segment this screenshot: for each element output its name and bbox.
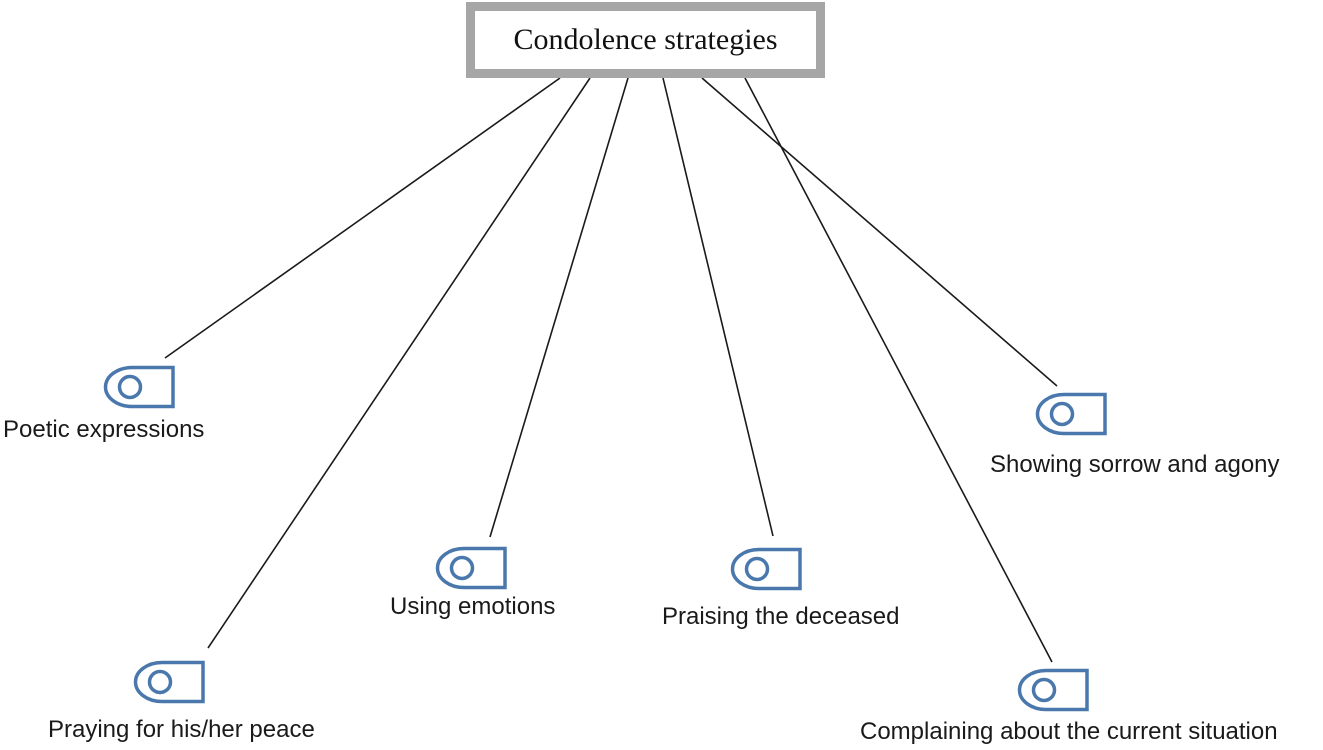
tag-icon [435,546,507,590]
tag-icon [730,547,802,591]
tag-icon [103,365,175,409]
node-label: Poetic expressions [3,416,205,443]
node-label: Praising the deceased [662,603,900,630]
tag-icon [1017,668,1089,712]
connector-praising-deceased [662,77,774,537]
root-node-box: Condolence strategies [466,2,825,78]
connector-poetic-expressions [164,77,561,359]
connector-praying-peace [207,77,591,649]
connector-using-emotions [489,77,629,538]
tag-icon [1035,392,1107,436]
node-label: Praying for his/her peace [48,716,315,743]
node-label: Complaining about the current situation [860,718,1278,745]
node-label: Showing sorrow and agony [990,451,1280,478]
node-label: Using emotions [390,593,556,620]
tag-icon [133,660,205,704]
diagram-title: Condolence strategies [513,23,778,56]
connector-showing-sorrow [701,77,1058,387]
connector-complaining-situation [744,77,1053,663]
